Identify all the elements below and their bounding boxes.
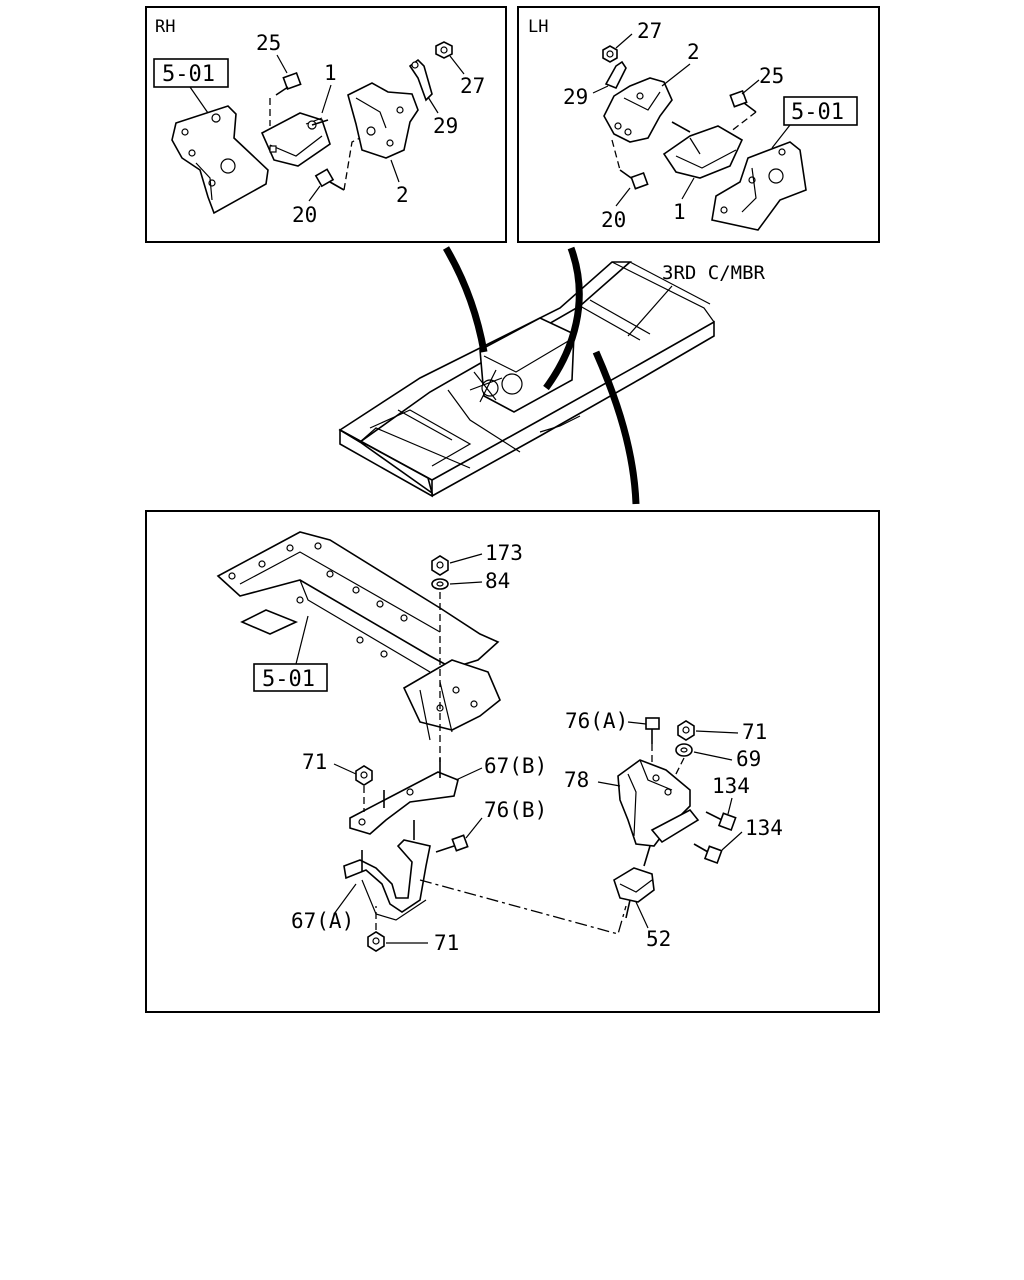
- callout-52: 52: [646, 927, 671, 951]
- lh-callout-29: 29: [563, 85, 588, 109]
- rh-ref-box: 5-01: [153, 58, 229, 114]
- bolt-134-upper-icon: [705, 811, 737, 831]
- lh-panel: LH 27 29 2 1: [517, 6, 880, 243]
- lh-bracket-2-icon: [603, 77, 673, 143]
- lh-ref-box: 5-01: [771, 96, 858, 149]
- lh-engine-mount-icon: [662, 125, 744, 179]
- callout-173: 173: [485, 541, 523, 565]
- callout-71-left: 71: [302, 750, 327, 774]
- rh-frame-bracket: [171, 105, 269, 215]
- rh-callout-1: 1: [324, 61, 337, 85]
- nut-71-bottom-icon: [367, 931, 385, 952]
- crossmember-icon: [216, 531, 501, 741]
- rh-panel: RH 5-01 2: [145, 6, 507, 243]
- rh-callout-29: 29: [433, 114, 458, 138]
- bolt-76b-icon: [435, 834, 469, 853]
- rh-engine-mount-icon: [260, 112, 331, 167]
- callout-76a: 76(A): [565, 709, 628, 733]
- lh-callout-2: 2: [687, 40, 700, 64]
- lh-nut-27-icon: [602, 45, 618, 63]
- rh-callout-2: 2: [396, 183, 409, 207]
- lh-bolt-20-icon: [619, 169, 649, 190]
- rh-bolt-20-icon: [314, 168, 345, 191]
- washer-84-icon: [431, 578, 449, 590]
- lh-callout-27: 27: [637, 19, 662, 43]
- overview-label-3rd-crossmember: 3RD C/MBR: [662, 262, 766, 284]
- callout-69: 69: [736, 747, 761, 771]
- nut-71-right-icon: [677, 720, 695, 741]
- nut-71-left-icon: [355, 765, 373, 786]
- nut-173-icon: [431, 555, 449, 576]
- lh-bolt-25-icon: [729, 89, 757, 113]
- bolt-134-lower-icon: [693, 843, 723, 864]
- lh-bracket-29-icon: [604, 60, 627, 90]
- rh-bolt-25-icon: [275, 71, 302, 96]
- lh-callout-20: 20: [601, 208, 626, 232]
- main-ref-box: 5-01: [253, 615, 328, 692]
- washer-69-icon: [675, 743, 693, 757]
- main-ref-label: 5-01: [262, 667, 315, 692]
- callout-71-right: 71: [742, 720, 767, 744]
- plate-67b-icon: [349, 758, 459, 835]
- mount-52-icon: [613, 867, 655, 919]
- main-panel: 5-01 173 84 67(B): [145, 510, 880, 1013]
- main-panel-frame: [145, 510, 880, 1013]
- callout-84: 84: [485, 569, 510, 593]
- lh-panel-title: LH: [528, 17, 548, 37]
- callout-67b: 67(B): [484, 754, 547, 778]
- rh-callout-20: 20: [292, 203, 317, 227]
- callout-78: 78: [564, 768, 589, 792]
- callout-76b: 76(B): [484, 798, 547, 822]
- callout-71-bottom: 71: [434, 931, 459, 955]
- chassis-overview: 3RD C/MBR: [338, 246, 766, 505]
- rh-bracket-2-icon: [347, 82, 419, 159]
- lh-ref-label: 5-01: [791, 100, 844, 125]
- rh-nut-27-icon: [435, 41, 453, 59]
- bracket-78-icon: [617, 759, 700, 867]
- rh-ref-label: 5-01: [162, 62, 215, 87]
- lh-frame-bracket: [711, 141, 807, 231]
- lh-callout-25: 25: [759, 64, 784, 88]
- rh-panel-title: RH: [155, 17, 175, 37]
- lh-callout-1: 1: [673, 200, 686, 224]
- rh-callout-25: 25: [256, 31, 281, 55]
- rh-callout-27: 27: [460, 74, 485, 98]
- callout-67a: 67(A): [291, 909, 354, 933]
- bracket-67a-icon: [343, 820, 431, 921]
- rh-bracket-29-icon: [408, 58, 433, 102]
- callout-134-upper: 134: [712, 774, 750, 798]
- callout-134-lower: 134: [745, 816, 783, 840]
